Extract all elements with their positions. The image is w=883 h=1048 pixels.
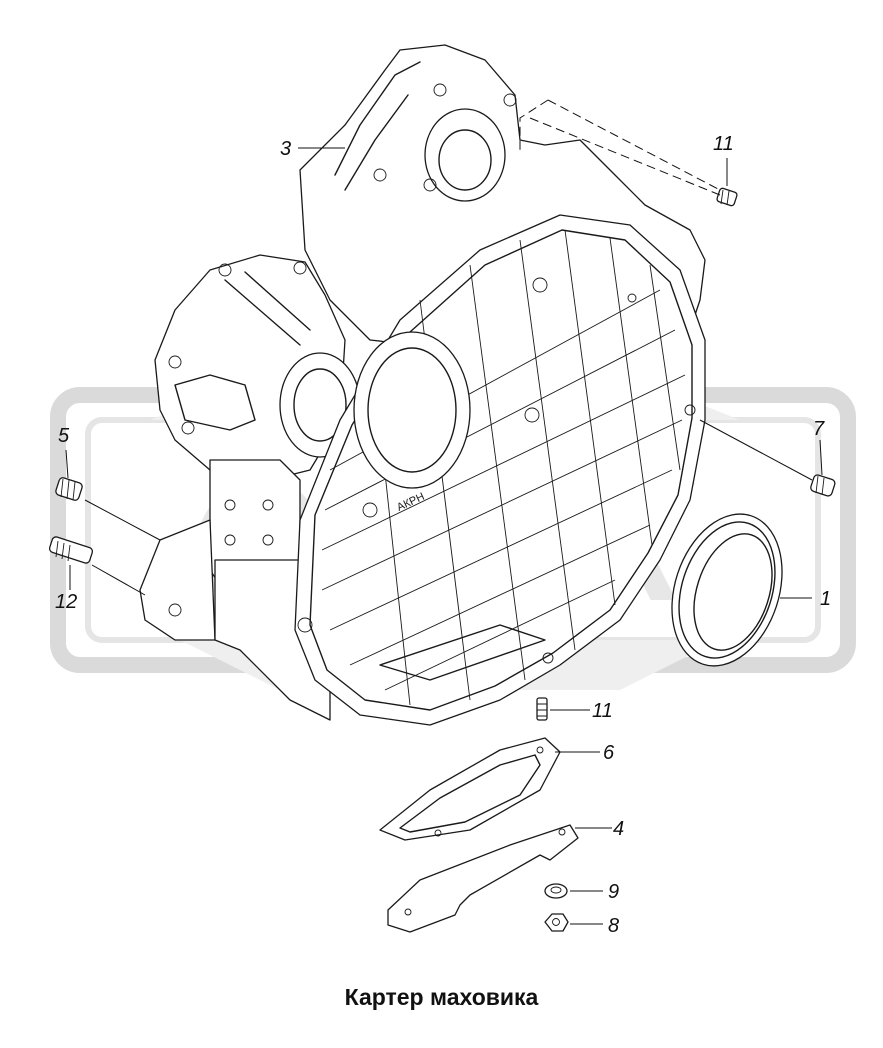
label-part-7: 7 [813,418,825,440]
cover-gasket [379,737,561,841]
label-part-4: 4 [613,818,624,840]
label-part-8: 8 [608,915,619,937]
leader-lines [65,99,823,925]
plug-7 [810,474,836,497]
stud-11-bottom [536,697,548,721]
label-part-9: 9 [608,881,619,903]
label-part-3: 3 [280,138,291,160]
diagram-caption: Картер маховика [344,984,539,1010]
label-part-1: 1 [820,588,831,610]
cover-plate [387,824,579,933]
flywheel-housing: АКРН [139,44,706,726]
label-part-6: 6 [603,742,615,764]
crankshaft-seal [671,513,783,667]
grid-ribs [321,229,686,706]
stud-11-top [716,187,738,207]
label-part-12: 12 [55,591,77,613]
plug-5 [55,477,83,501]
fitting-12 [48,536,94,564]
nut-8 [544,913,569,932]
label-part-5: 5 [58,425,70,447]
washer-9 [544,883,568,899]
label-part-11-bottom: 11 [592,700,613,722]
label-part-11-top: 11 [713,133,734,155]
